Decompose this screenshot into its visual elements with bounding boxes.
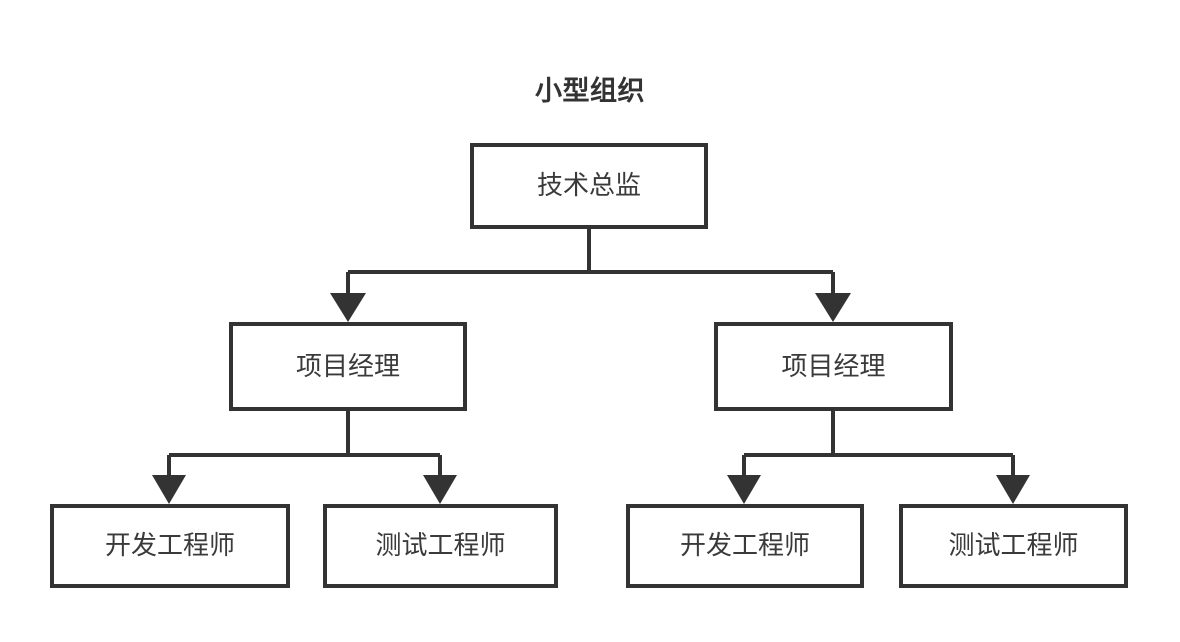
- chart-title: 小型组织: [535, 76, 645, 107]
- node-dev-engineer-right[interactable]: 开发工程师: [626, 504, 864, 588]
- arrowhead-leaf-1: [152, 475, 186, 504]
- node-label: 测试工程师: [375, 531, 506, 561]
- node-label: 项目经理: [295, 351, 400, 382]
- node-project-manager-left[interactable]: 项目经理: [229, 322, 467, 411]
- node-label: 测试工程师: [948, 531, 1079, 561]
- arrowhead-pm-right: [815, 293, 851, 322]
- arrowhead-leaf-4: [996, 475, 1030, 504]
- node-label: 项目经理: [781, 351, 886, 382]
- node-technical-director[interactable]: 技术总监: [470, 143, 708, 229]
- arrowhead-pm-left: [330, 293, 366, 322]
- node-label: 开发工程师: [104, 531, 235, 561]
- arrowhead-leaf-2: [423, 475, 457, 504]
- node-dev-engineer-left[interactable]: 开发工程师: [50, 504, 290, 588]
- node-label: 技术总监: [536, 171, 641, 201]
- node-test-engineer-left[interactable]: 测试工程师: [323, 504, 558, 588]
- arrowhead-leaf-3: [727, 475, 761, 504]
- node-label: 开发工程师: [679, 531, 810, 561]
- node-project-manager-right[interactable]: 项目经理: [714, 322, 953, 411]
- node-test-engineer-right[interactable]: 测试工程师: [899, 504, 1128, 588]
